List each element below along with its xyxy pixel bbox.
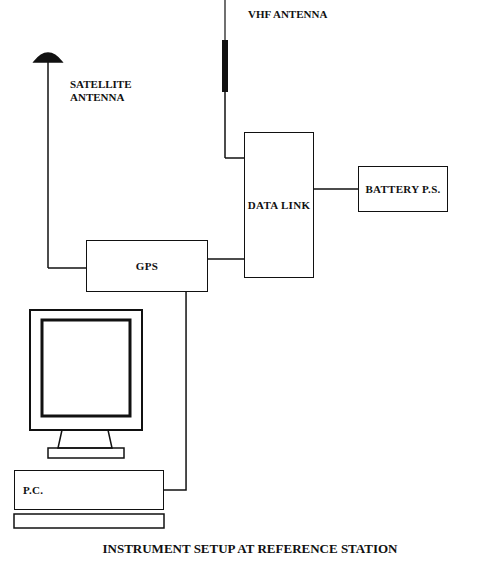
satellite-antenna xyxy=(34,53,62,62)
vhf-antenna xyxy=(224,0,225,40)
cable xyxy=(314,188,358,190)
pc-base-unit: P.C. xyxy=(14,470,164,510)
data-link-box: DATA LINK xyxy=(244,132,314,278)
figure-caption: INSTRUMENT SETUP AT REFERENCE STATION xyxy=(0,541,500,557)
antenna-label: SATELLITE ANTENNA xyxy=(70,78,180,104)
antenna-label: VHF ANTENNA xyxy=(248,8,338,21)
box-text: P.C. xyxy=(23,484,43,497)
cable xyxy=(164,292,186,490)
antenna-cable xyxy=(48,267,86,269)
cable xyxy=(208,258,244,260)
antenna-cable xyxy=(225,157,244,159)
antenna-cable xyxy=(224,92,226,158)
battery-box: BATTERY P.S. xyxy=(358,166,448,212)
computer-monitor xyxy=(14,310,164,528)
box-text: GPS xyxy=(136,260,158,273)
box-text: BATTERY P.S. xyxy=(365,183,440,196)
vhf-antenna xyxy=(222,40,228,92)
gps-box: GPS xyxy=(86,240,208,292)
box-text: DATA LINK xyxy=(248,199,311,212)
antenna-cable xyxy=(47,62,49,268)
